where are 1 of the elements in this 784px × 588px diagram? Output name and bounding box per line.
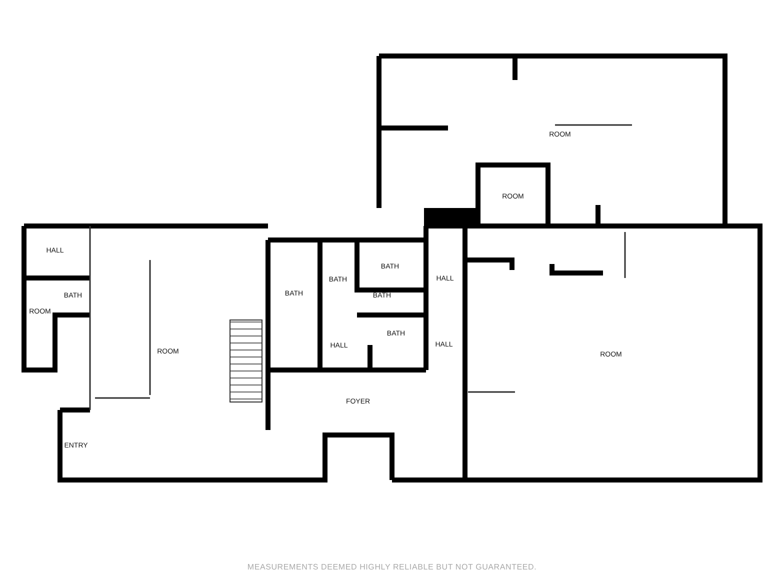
footer-note: MEASUREMENTS DEEMED HIGHLY RELIABLE BUT NOT GUARANTEED. bbox=[247, 562, 537, 572]
